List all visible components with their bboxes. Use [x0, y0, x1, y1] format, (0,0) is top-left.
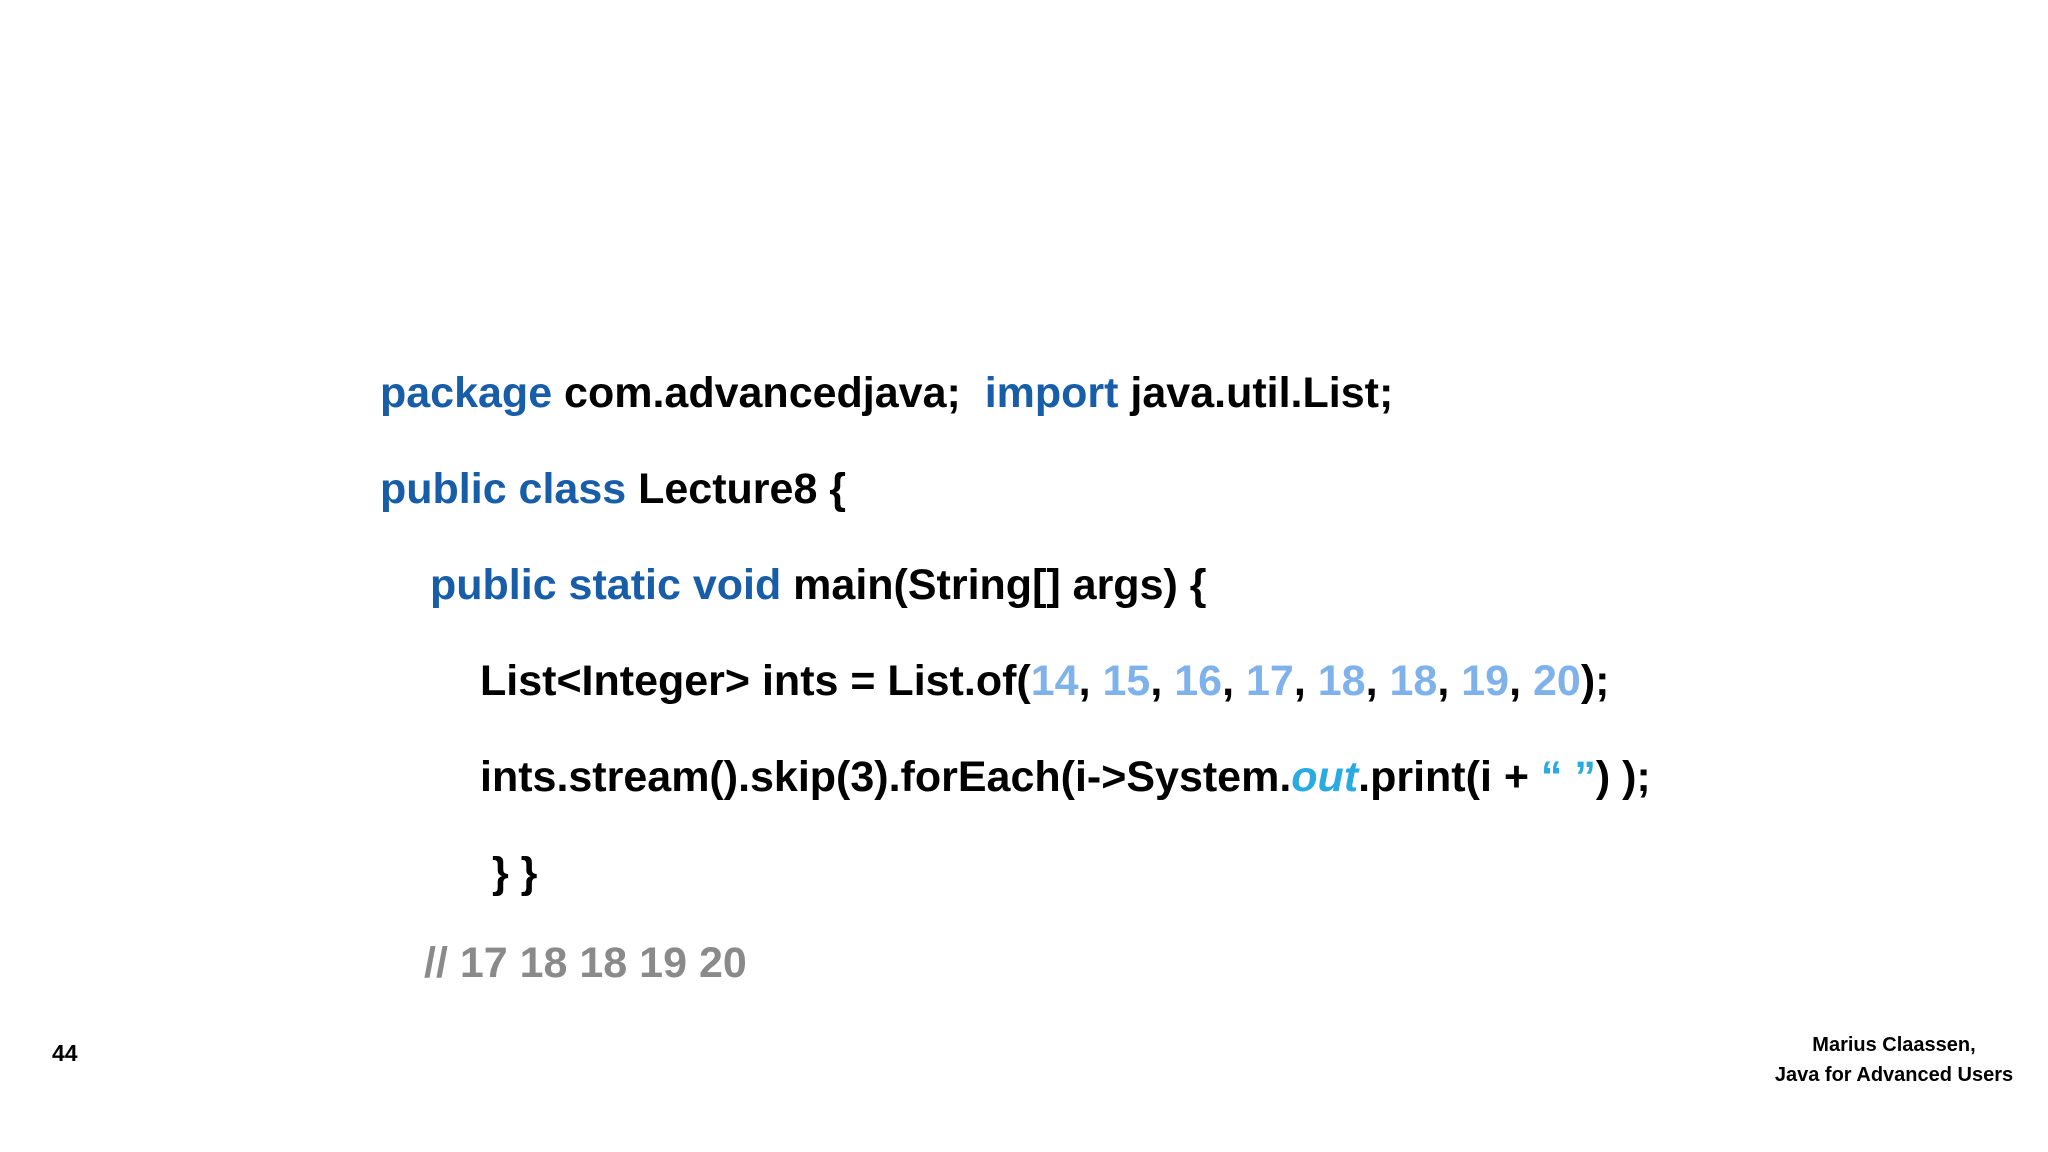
code-segment-plain: , [1222, 657, 1246, 705]
code-segment-field: out [1291, 753, 1359, 801]
code-segment-number: 17 [1245, 657, 1294, 705]
page-number: 44 [52, 1040, 78, 1066]
code-segment-number: 16 [1174, 657, 1223, 705]
code-line-3: List<Integer> ints = List.of(14, 15, 16,… [480, 656, 1609, 708]
footer-credit: Marius Claassen, Java for Advanced Users [1740, 1030, 2048, 1090]
code-segment-number: 18 [1389, 657, 1438, 705]
code-line-5: } } [492, 848, 537, 900]
code-segment-number: 14 [1030, 657, 1079, 705]
code-segment-number: 20 [1532, 657, 1581, 705]
code-segment-number: 18 [1317, 657, 1366, 705]
code-segment-number: 19 [1461, 657, 1510, 705]
code-segment-keyword: import [984, 369, 1119, 417]
code-segment-number: 15 [1102, 657, 1151, 705]
code-segment-plain: , [1293, 657, 1318, 705]
footer-credit-line1: Marius Claassen, [1812, 1034, 1976, 1056]
code-segment-plain: , [1437, 657, 1462, 705]
code-segment-plain: main(String[] args) { [781, 561, 1207, 609]
code-segment-plain: } } [492, 849, 538, 897]
code-segment-plain: List<Integer> ints = List.of( [480, 657, 1031, 705]
code-segment-plain: , [1365, 657, 1390, 705]
code-segment-plain: java.util.List; [1118, 369, 1394, 417]
code-segment-plain: .print(i + [1358, 753, 1541, 801]
code-segment-plain: com.advancedjava; [552, 369, 985, 417]
code-segment-plain: ) ); [1595, 753, 1651, 801]
code-segment-plain: , [1509, 657, 1533, 705]
code-segment-plain: Lecture8 { [626, 465, 847, 513]
code-segment-plain: , [1150, 657, 1175, 705]
code-segment-string: “ ” [1540, 753, 1596, 801]
code-line-4: ints.stream().skip(3).forEach(i->System.… [480, 752, 1651, 804]
code-line-2: public static void main(String[] args) { [430, 560, 1207, 612]
code-segment-keyword: public class [380, 465, 627, 513]
code-segment-keyword: package [380, 369, 553, 417]
code-segment-plain: ints.stream().skip(3).forEach(i->System. [480, 753, 1292, 801]
code-line-6: // 17 18 18 19 20 [424, 938, 747, 990]
code-segment-comment: // 17 18 18 19 20 [424, 939, 747, 987]
code-line-1: public class Lecture8 { [380, 464, 846, 516]
footer-credit-line2: Java for Advanced Users [1774, 1064, 2014, 1086]
code-line-0: package com.advancedjava; import java.ut… [380, 368, 1393, 420]
code-segment-plain: , [1078, 657, 1103, 705]
code-segment-plain: ); [1580, 657, 1610, 705]
code-segment-keyword: public static void [430, 561, 782, 609]
